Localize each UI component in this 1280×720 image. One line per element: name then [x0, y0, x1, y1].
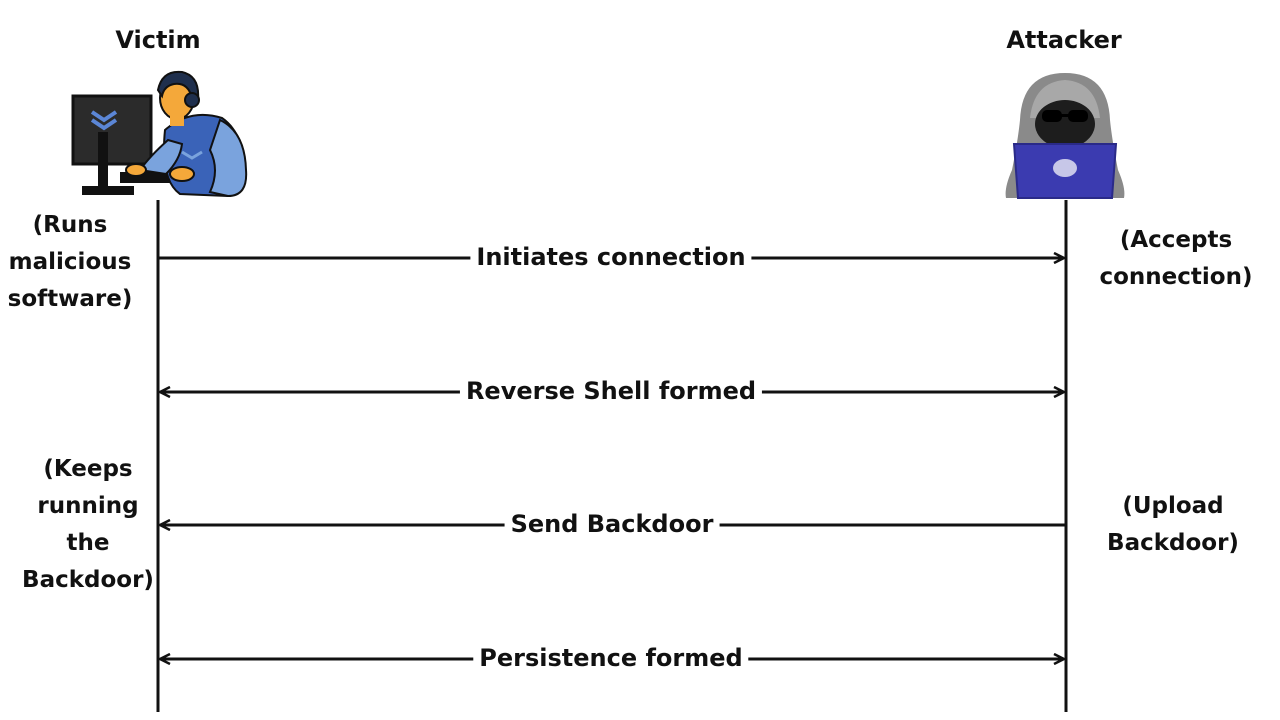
attacker-note-upload-backdoor: (Upload Backdoor): [1107, 493, 1239, 556]
monitor-screen: [71, 94, 153, 166]
message-label-persistence: Persistence formed: [473, 644, 749, 672]
message-label-reverse-shell: Reverse Shell formed: [459, 377, 763, 405]
message-label-initiates-connection: Initiates connection: [470, 243, 752, 271]
attacker-note-accepts-connection: (Accepts connection): [1099, 227, 1253, 290]
keyboard: [120, 172, 190, 183]
victim-note-runs-malicious-software: (Runs malicious software): [7, 212, 133, 312]
person-at-computer-icon: [71, 70, 248, 198]
hooded-hacker-with-laptop-icon: [1005, 73, 1125, 199]
victim-label: Victim: [115, 26, 201, 54]
message-label-send-backdoor: Send Backdoor: [504, 510, 720, 538]
victim-note-keeps-running-backdoor: (Keeps running the Backdoor): [22, 456, 154, 593]
attacker-label: Attacker: [1006, 26, 1122, 54]
